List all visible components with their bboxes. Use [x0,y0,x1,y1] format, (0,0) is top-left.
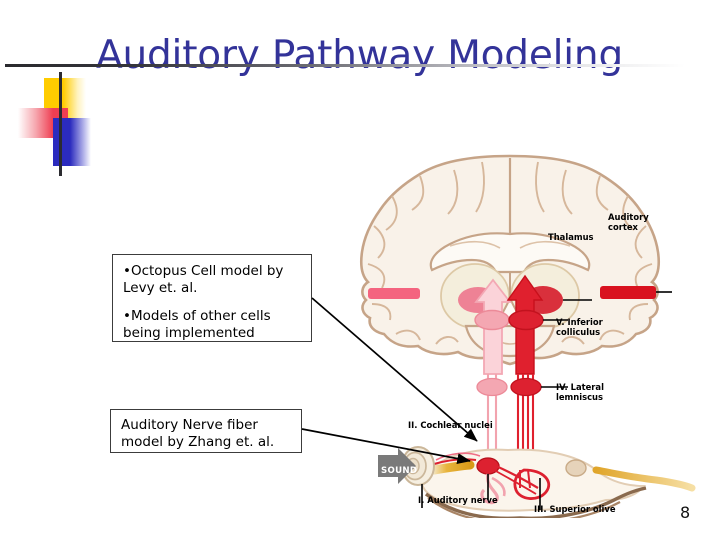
brainstem-section [420,448,696,518]
label-inferior-colliculus: V. Inferior colliculus [556,317,603,337]
brain-coronal-section [359,154,661,366]
callout-octopus-line-1: •Octopus Cell model by Levy et. al. [123,263,284,296]
brainstem-base-band [424,486,647,518]
cochlear-branch-squiggle [480,473,499,505]
cochlear-branch-squiggle-2 [491,476,506,497]
callout-octopus-line-2: •Models of other cells being implemented [123,308,271,341]
label-superior-olive: III. Superior olive [534,504,616,514]
page-title: Auditory Pathway Modeling [96,33,624,78]
decorative-logo [18,72,114,176]
auditory-cortex-band-left [368,288,420,299]
auditory-nerve-bundle [429,460,475,475]
slide-number: 8 [680,503,691,522]
efferent-nerve-right [592,466,696,492]
brainstem-nucleus-right [565,459,587,477]
brainstem-base-band-2 [427,497,621,518]
anatomy-leader-lines [421,291,672,510]
label-lateral-lemniscus: IV. Lateral lemniscus [556,382,604,402]
brain-sulci-right [535,161,653,345]
ventricle-arc-right [519,240,571,249]
label-sound: SOUND [381,466,418,476]
olive-ascending-link [519,469,531,489]
superior-olive-loop [513,468,551,500]
lateral-lemniscus-right [510,377,542,397]
callout-octopus-cell: •Octopus Cell model by Levy et. al. •Mod… [112,254,312,342]
label-auditory-cortex: Auditory cortex [608,212,649,232]
callout-auditory-nerve: Auditory Nerve fiber model by Zhang et. … [110,409,302,453]
label-thalamus: Thalamus [548,232,594,242]
brain-ventricles [429,232,591,274]
ventricle-arc-left [449,240,501,249]
lateral-lemniscus-left [476,377,508,397]
crossing-fiber-2 [493,469,537,495]
callout-nerve-line-1: Auditory Nerve fiber model by Zhang et. … [121,417,275,450]
logo-vertical-line [59,72,62,176]
label-auditory-nerve: I. Auditory nerve [418,495,498,505]
auditory-pathway-figure [300,148,720,518]
inferior-colliculus-left [474,309,510,331]
label-cochlear-nuclei: II. Cochlear nuclei [408,420,493,430]
title-divider-line [5,64,685,67]
auditory-cortex-band-right [600,286,656,299]
inferior-colliculus-right [508,309,544,331]
